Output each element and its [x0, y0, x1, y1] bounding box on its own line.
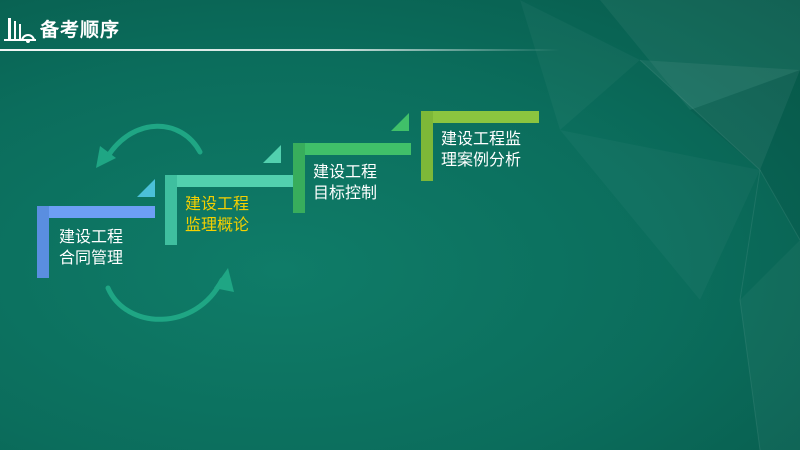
step-label-line1: 建设工程 — [59, 227, 124, 246]
step-corner-triangle — [263, 145, 281, 163]
step-label-line2: 合同管理 — [59, 248, 124, 267]
page-title: 备考顺序 — [40, 19, 121, 41]
step-bar-top — [293, 143, 411, 155]
step-bar-left — [37, 206, 49, 278]
step-label: 建设工程 合同管理 — [59, 226, 123, 268]
step-bar-left — [293, 143, 305, 213]
step-corner-triangle — [137, 179, 155, 197]
step-label-line2: 目标控制 — [313, 183, 378, 202]
step-supervision-overview: 建设工程 监理概论 — [137, 175, 295, 245]
step-label-line1: 建设工程 — [313, 162, 378, 181]
step-label-line2: 监理概论 — [185, 215, 250, 234]
step-corner-triangle — [391, 113, 409, 131]
step-label-line1: 建设工程 — [185, 194, 250, 213]
step-bar-top — [37, 206, 155, 218]
step-contract-management: 建设工程 合同管理 — [37, 206, 157, 278]
step-case-analysis: 建设工程监 理案例分析 — [391, 111, 541, 181]
cycle-arrow-top-icon — [96, 123, 203, 168]
cycle-arrow-bottom-icon — [105, 268, 234, 322]
step-label: 建设工程监 理案例分析 — [441, 128, 521, 170]
step-bar-top — [165, 175, 293, 187]
step-label: 建设工程 目标控制 — [313, 161, 377, 203]
step-label-line1: 建设工程监 — [441, 129, 522, 148]
header-divider — [0, 49, 560, 51]
bridge-logo-icon — [4, 18, 36, 43]
step-label-line2: 理案例分析 — [441, 150, 522, 169]
step-bar-left — [421, 111, 433, 181]
step-bar-top — [421, 111, 539, 123]
step-objective-control: 建设工程 目标控制 — [263, 143, 413, 213]
step-label: 建设工程 监理概论 — [185, 193, 249, 235]
step-bar-left — [165, 175, 177, 245]
